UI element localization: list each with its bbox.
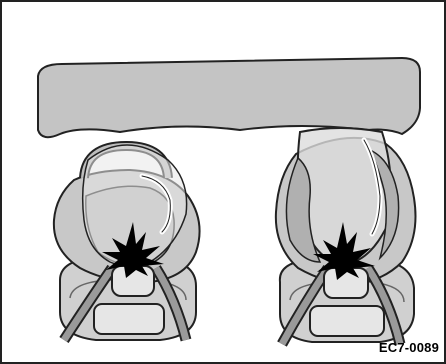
forward-facing-child-seat-icon [276,128,416,344]
roof-headliner-shape [38,58,420,137]
figure-code-label: EC7-0089 [379,340,439,355]
rear-facing-child-seat-icon [54,145,200,340]
